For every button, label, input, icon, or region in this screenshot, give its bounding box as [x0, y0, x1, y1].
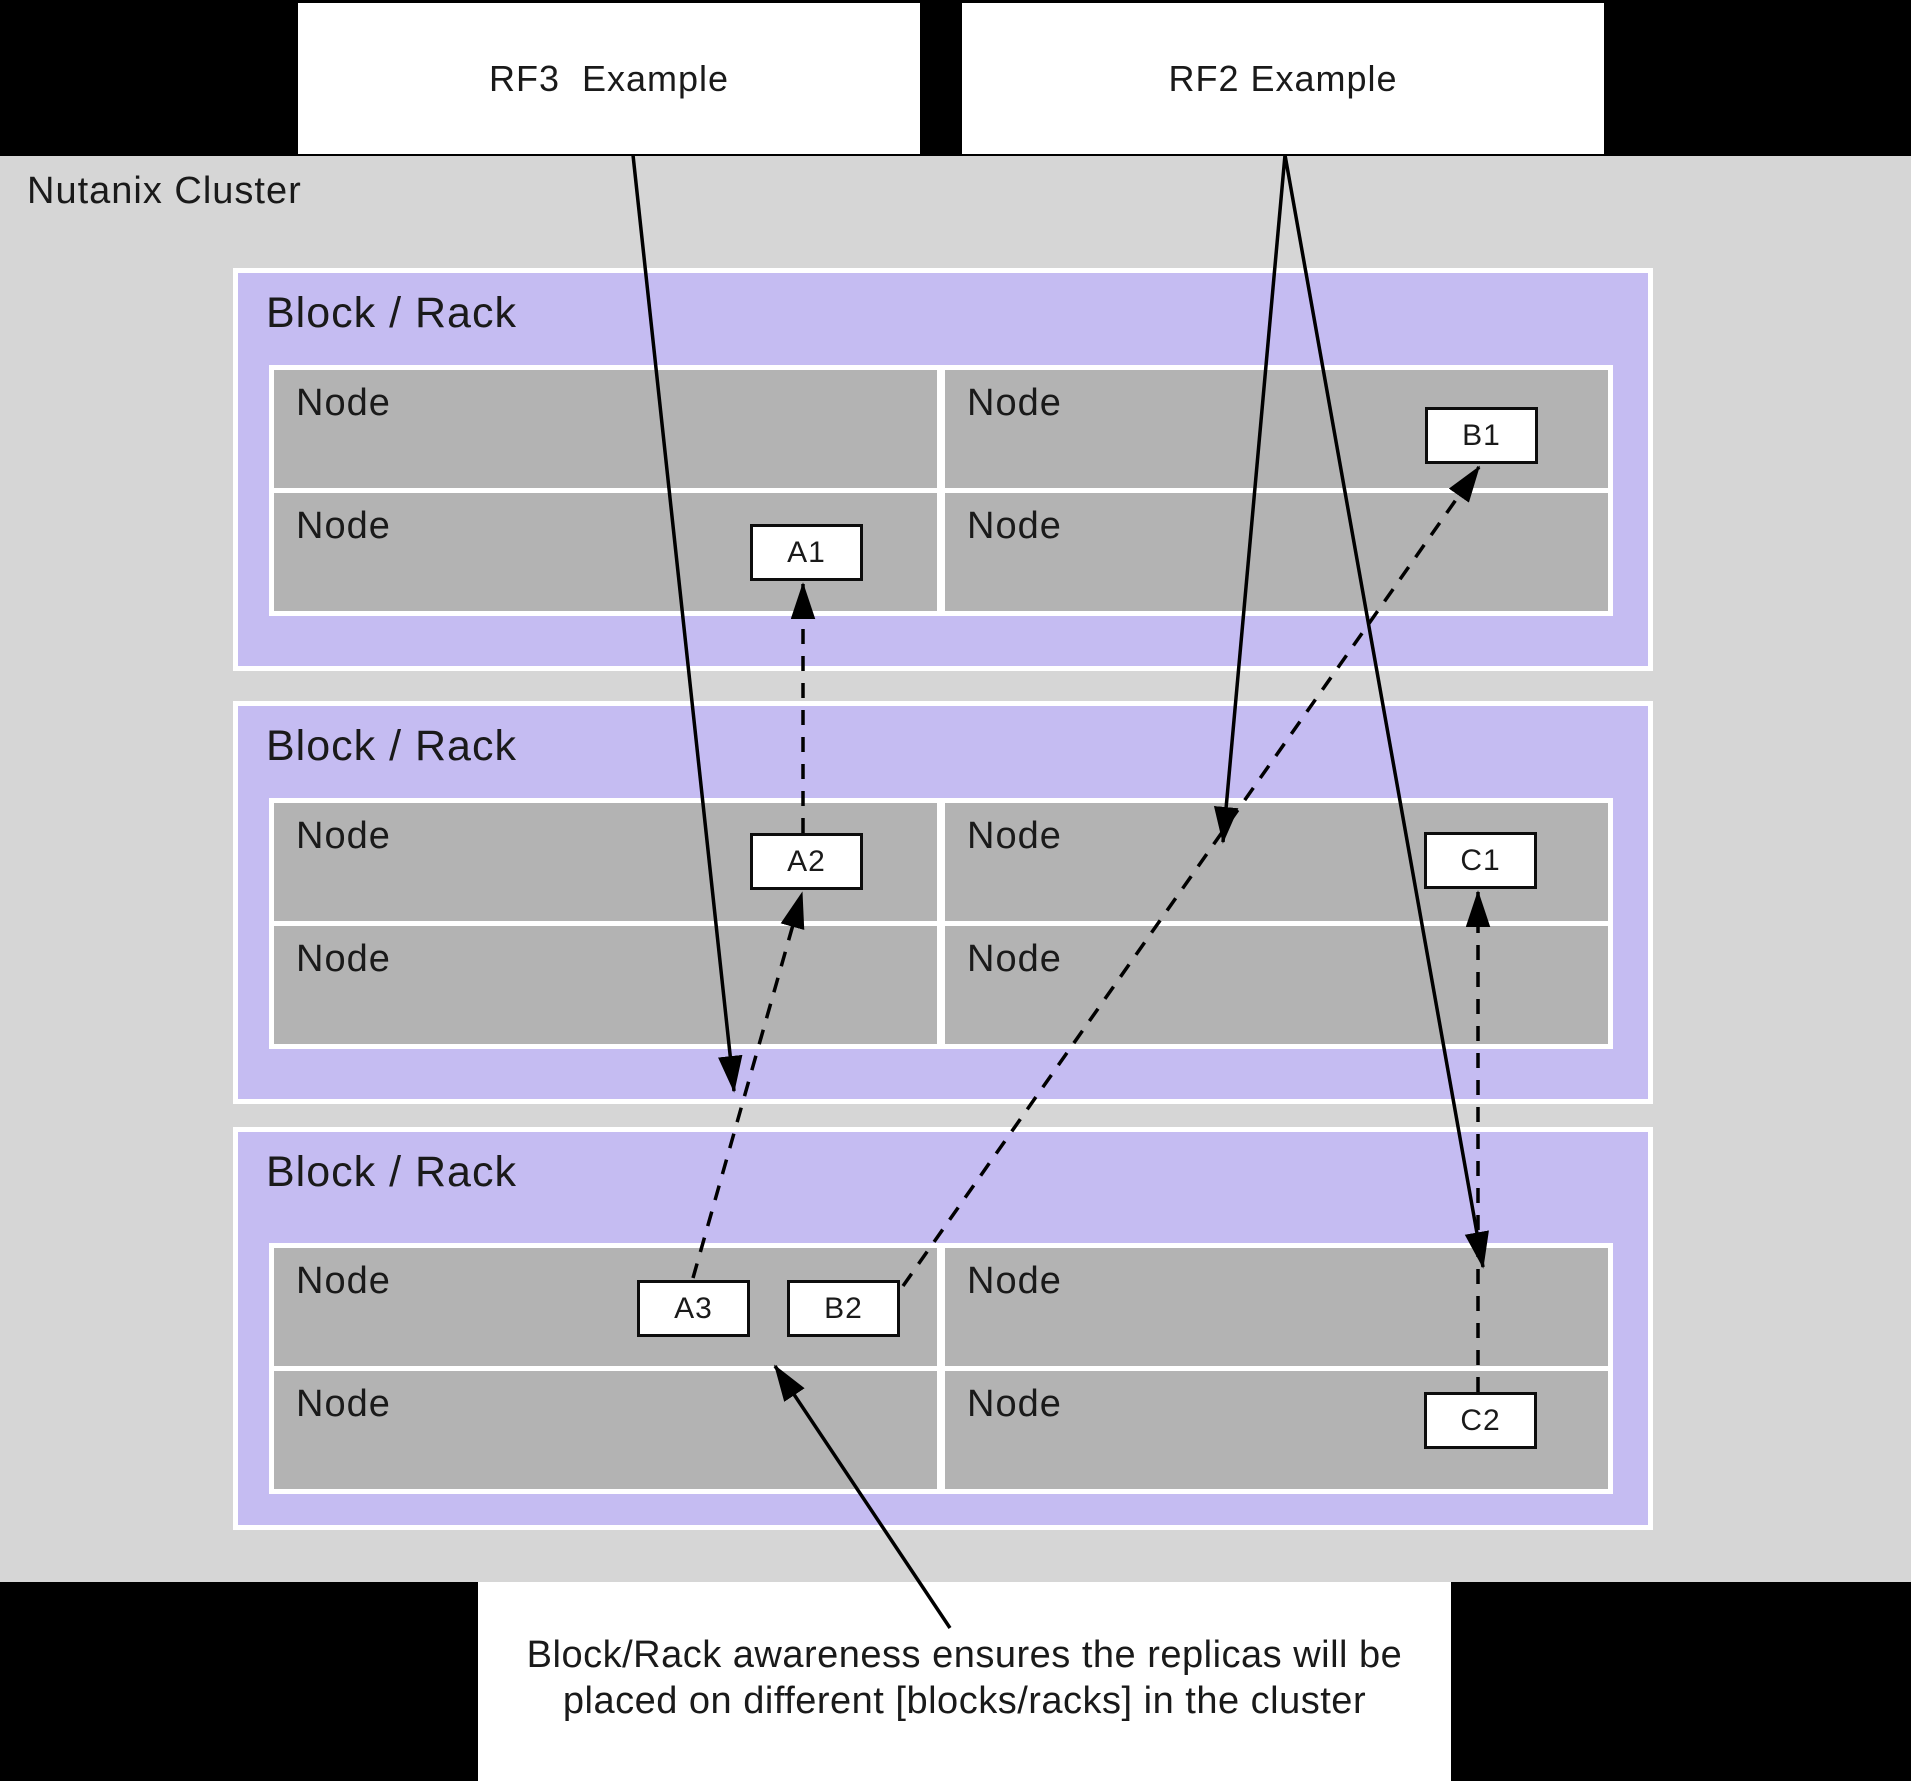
block-2-node-4: Node [945, 926, 1608, 1044]
block-rack-1-body: Block / Rack Node Node Node Node [238, 273, 1648, 666]
rf2-example-box: RF2 Example [962, 3, 1604, 154]
block-2-node-3: Node [274, 926, 937, 1044]
node-grid-2: Node Node Node Node [269, 798, 1613, 1049]
replica-B2: B2 [787, 1280, 900, 1337]
block-1-node-1: Node [274, 370, 937, 488]
block-3-node-3: Node [274, 1371, 937, 1489]
node-grid-1: Node Node Node Node [269, 365, 1613, 616]
block-rack-3: Block / Rack Node Node Node Node [233, 1127, 1653, 1530]
block-rack-3-body: Block / Rack Node Node Node Node [238, 1132, 1648, 1525]
replica-A3: A3 [637, 1280, 750, 1337]
block-rack-title: Block / Rack [266, 1148, 517, 1196]
replica-B1: B1 [1425, 407, 1538, 464]
block-rack-2-body: Block / Rack Node Node Node Node [238, 706, 1648, 1099]
block-rack-2: Block / Rack Node Node Node Node [233, 701, 1653, 1104]
replica-A1: A1 [750, 524, 863, 581]
caption-line-1: Block/Rack awareness ensures the replica… [526, 1634, 1403, 1676]
node-label: Node [296, 938, 391, 980]
replica-C1: C1 [1424, 832, 1537, 889]
node-label: Node [967, 1383, 1062, 1425]
node-grid-3: Node Node Node Node [269, 1243, 1613, 1494]
rf3-example-box: RF3 Example [298, 3, 920, 154]
nutanix-cluster: Nutanix Cluster Block / Rack Node Node N… [0, 156, 1911, 1582]
node-label: Node [296, 505, 391, 547]
block-3-node-2: Node [945, 1248, 1608, 1366]
block-rack-1: Block / Rack Node Node Node Node [233, 268, 1653, 671]
cluster-title: Nutanix Cluster [27, 170, 302, 212]
node-label: Node [296, 815, 391, 857]
node-label: Node [296, 1383, 391, 1425]
rf2-example-label: RF2 Example [1168, 57, 1398, 99]
node-label: Node [967, 505, 1062, 547]
caption-line-2: placed on different [blocks/racks] in th… [562, 1680, 1367, 1722]
replica-C2: C2 [1424, 1392, 1537, 1449]
caption-box: Block/Rack awareness ensures the replica… [478, 1582, 1451, 1781]
rf3-example-label: RF3 Example [488, 57, 730, 99]
node-label: Node [967, 938, 1062, 980]
block-1-node-4: Node [945, 493, 1608, 611]
node-label: Node [296, 1260, 391, 1302]
replica-A2: A2 [750, 833, 863, 890]
node-label: Node [967, 815, 1062, 857]
node-label: Node [296, 382, 391, 424]
block-rack-title: Block / Rack [266, 289, 517, 337]
node-label: Node [967, 382, 1062, 424]
block-rack-title: Block / Rack [266, 722, 517, 770]
node-label: Node [967, 1260, 1062, 1302]
